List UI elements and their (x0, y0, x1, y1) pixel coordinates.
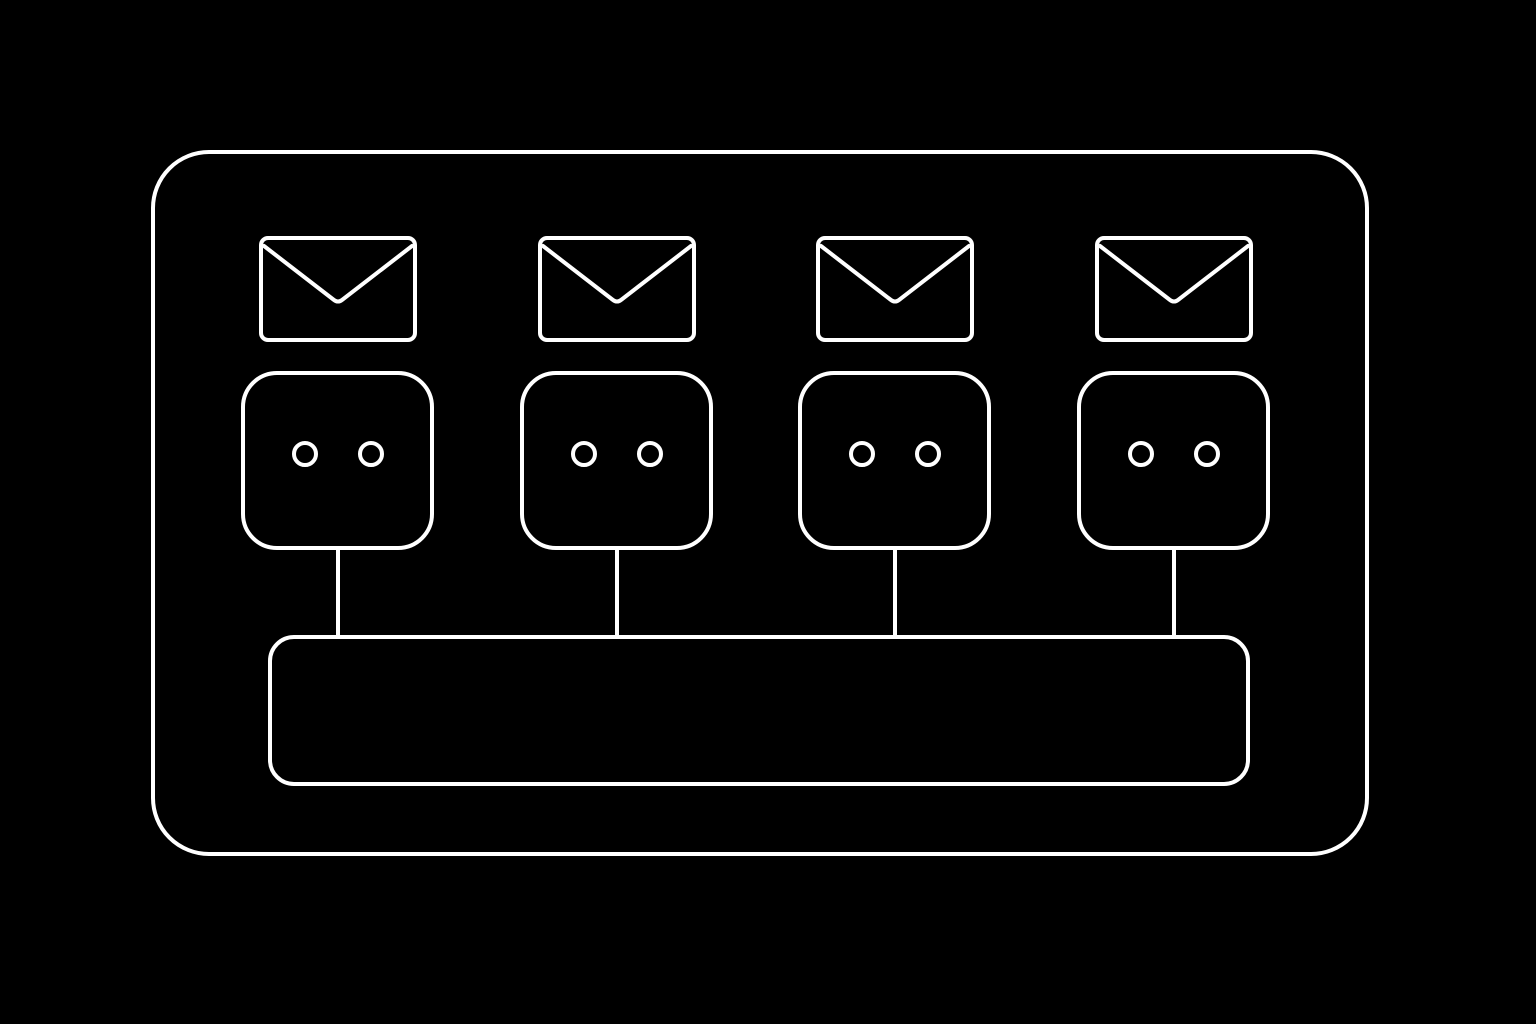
left-eye (292, 441, 318, 467)
agents-group (241, 236, 1270, 639)
agent-node (241, 236, 434, 639)
envelope-flap (819, 244, 971, 304)
right-eye (915, 441, 941, 467)
envelope-body (259, 236, 417, 342)
left-eye (1128, 441, 1154, 467)
agent-box (520, 371, 713, 550)
shared-bus-box (268, 635, 1250, 786)
outer-frame (151, 150, 1369, 856)
right-eye (637, 441, 663, 467)
left-eye (571, 441, 597, 467)
envelope-body (538, 236, 696, 342)
agent-node (520, 236, 713, 639)
envelope-icon (259, 236, 417, 342)
envelope-icon (1095, 236, 1253, 342)
envelope-icon (538, 236, 696, 342)
robot-face-icon (1077, 371, 1270, 550)
envelope-icon (816, 236, 974, 342)
agent-node (1077, 236, 1270, 639)
envelope-flap (1098, 244, 1250, 304)
robot-face-icon (520, 371, 713, 550)
agent-node (798, 236, 991, 639)
robot-face-icon (241, 371, 434, 550)
agent-box (1077, 371, 1270, 550)
robot-face-icon (798, 371, 991, 550)
envelope-flap (262, 244, 414, 304)
envelope-body (1095, 236, 1253, 342)
agent-box (241, 371, 434, 550)
right-eye (1194, 441, 1220, 467)
left-eye (849, 441, 875, 467)
agent-box (798, 371, 991, 550)
right-eye (358, 441, 384, 467)
envelope-body (816, 236, 974, 342)
envelope-flap (541, 244, 693, 304)
